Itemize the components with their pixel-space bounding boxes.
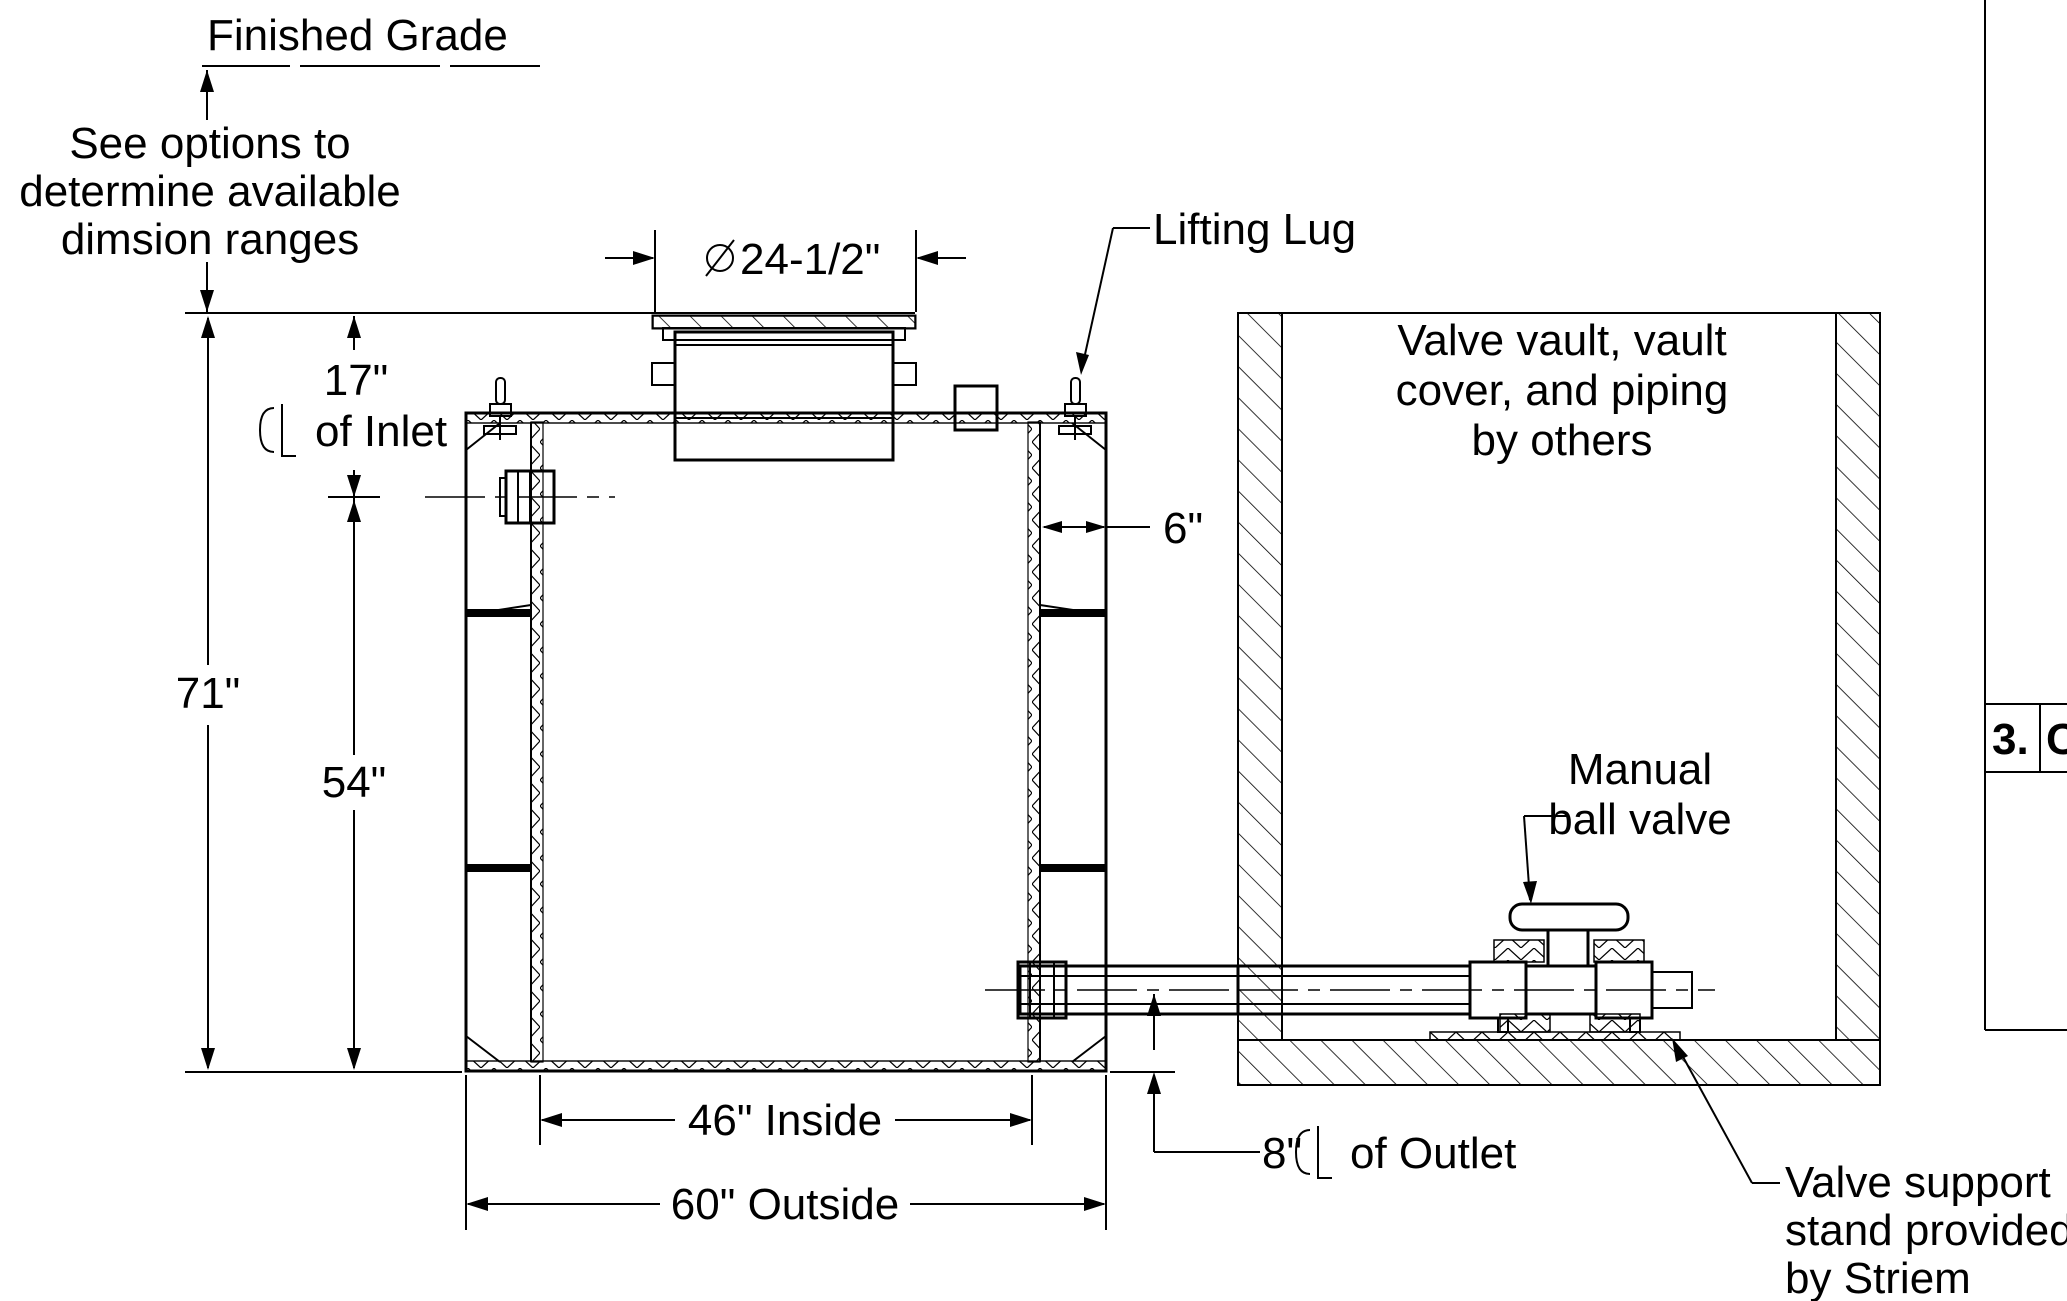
diameter-label: 24-1/2" (740, 235, 880, 284)
total-height-label: 71" (176, 669, 241, 718)
wall-thickness-label: 6" (1163, 504, 1203, 553)
valve-vault-line-3: by others (1472, 416, 1653, 465)
lifting-lug-label: Lifting Lug (1153, 205, 1356, 254)
ball-valve (1493, 902, 1645, 1033)
support-line-1: Valve support (1785, 1158, 2051, 1207)
valve-support-stand (1429, 1031, 1681, 1041)
see-options-line-1: See options to (69, 119, 350, 168)
outside-width-dimension (465, 1075, 1107, 1230)
inlet-height-dimension (328, 316, 380, 1070)
grade-depth-dimension (200, 70, 214, 312)
lifting-lug-right (1058, 377, 1092, 440)
cl-inlet-label: of Inlet (315, 407, 447, 456)
manhole-riser (651, 314, 917, 462)
inlet-fitting (499, 469, 556, 525)
support-line-2: stand provided (1785, 1206, 2067, 1255)
valve-vault-line-1: Valve vault, vault (1397, 316, 1726, 365)
vent-fitting (953, 384, 999, 432)
outlet-pipe-in-vault (1236, 960, 1715, 1020)
lifting-lug-leader (1076, 227, 1150, 375)
cl-inlet-group: of Inlet (258, 404, 447, 457)
outlet-height-dimension (1110, 994, 1260, 1153)
cl-outlet-label: of Outlet (1350, 1129, 1516, 1178)
inlet-height-label: 54" (322, 758, 387, 807)
manual-valve-line-1: Manual (1568, 745, 1712, 794)
inside-width-label: 46" Inside (688, 1096, 882, 1145)
support-stand-leader (1672, 1038, 1780, 1184)
wall-thickness-dimension (1042, 521, 1150, 533)
notes-table-fragment (1984, 0, 2067, 1031)
table-row-number: 3. (1992, 715, 2029, 764)
valve-vault-line-2: cover, and piping (1396, 366, 1729, 415)
table-row-text: C (2046, 715, 2067, 764)
support-line-3: by Striem (1785, 1254, 1971, 1301)
see-options-line-3: dimsion ranges (61, 215, 359, 264)
see-options-line-2: determine available (19, 167, 401, 216)
valve-vault (1237, 312, 1881, 1086)
inlet-depth-label: 17" (324, 356, 389, 405)
diameter-symbol (705, 239, 735, 277)
manual-valve-leader (1523, 815, 1568, 904)
inside-width-dimension (539, 1075, 1033, 1145)
total-height-dimension (201, 316, 215, 1070)
finished-grade-label: Finished Grade (207, 11, 508, 60)
diameter-dimension (605, 230, 966, 312)
centerline-symbol (1294, 1126, 1332, 1179)
lifting-lug-left (483, 377, 517, 440)
manual-valve-line-2: ball valve (1548, 795, 1731, 844)
outside-width-label: 60" Outside (671, 1180, 899, 1229)
interceptor-tank (464, 411, 1108, 1073)
centerline-symbol (258, 404, 296, 457)
